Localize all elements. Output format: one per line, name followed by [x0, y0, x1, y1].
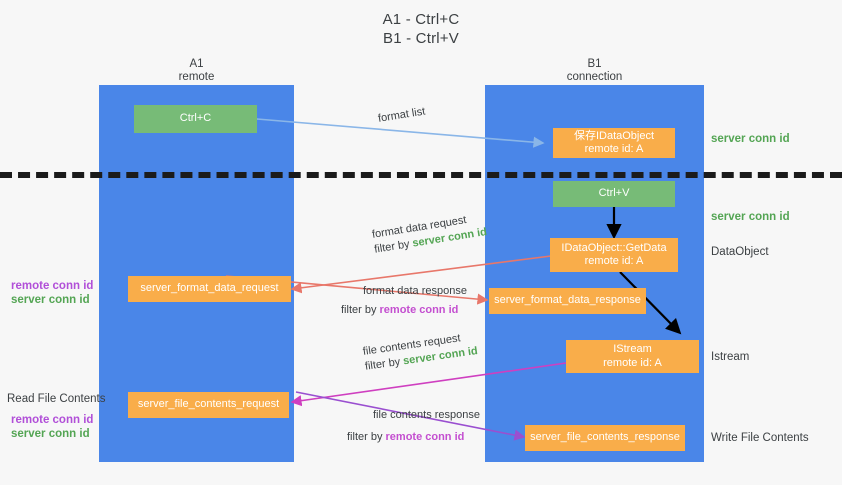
node-server-format-data-request[interactable]: server_format_data_request	[128, 276, 291, 302]
edge-label-file-contents-response-filter: filter by remote conn id	[347, 430, 480, 445]
trust-boundary-divider	[0, 172, 842, 178]
edge-label-format-list-line1: format list	[377, 105, 427, 125]
column-b1-sub: connection	[566, 71, 623, 83]
title-line-1: A1 - Ctrl+C	[382, 11, 460, 28]
node-istream[interactable]: IStream remote id: A	[566, 340, 699, 373]
node-server-file-contents-response[interactable]: server_file_contents_response	[525, 425, 685, 451]
node-ctrl-c-label: Ctrl+C	[179, 112, 212, 125]
edge-label-file-contents-response-line1: file contents response	[373, 409, 481, 421]
edge-label-format-list: format list	[377, 105, 426, 127]
node-ctrl-c[interactable]: Ctrl+C	[134, 105, 257, 133]
right-label-istream: Istream	[711, 351, 750, 363]
node-server-format-data-response[interactable]: server_format_data_response	[489, 288, 646, 314]
edge-label-file-contents-request: file contents request filter by server c…	[362, 329, 479, 375]
filter-prefix: filter by	[347, 431, 386, 443]
node-save-dataobject-line2: remote id: A	[584, 143, 644, 155]
column-b1-name: B1	[587, 58, 602, 70]
column-a1-name: A1	[189, 58, 204, 70]
column-header-a1: A1 remote	[99, 58, 294, 84]
left-label-server-conn-id-2: server conn id	[11, 428, 90, 440]
node-ctrl-v-label: Ctrl+V	[598, 187, 630, 200]
left-label-remote-conn-id-1: remote conn id	[11, 280, 94, 292]
node-server-file-contents-request[interactable]: server_file_contents_request	[128, 392, 289, 418]
column-a1-sub: remote	[178, 71, 215, 83]
node-server-file-contents-request-label: server_file_contents_request	[137, 398, 280, 411]
node-ctrl-v[interactable]: Ctrl+V	[553, 181, 675, 207]
edge-label-format-data-response-filter: filter by remote conn id	[341, 303, 467, 318]
node-getdata-line2: remote id: A	[584, 255, 644, 267]
filter-target-remote-conn-id: remote conn id	[379, 304, 459, 316]
right-label-server-conn-id-2: server conn id	[711, 211, 790, 223]
node-idataobject-getdata[interactable]: IDataObject::GetData remote id: A	[550, 238, 678, 272]
node-server-file-contents-response-label: server_file_contents_response	[530, 431, 680, 444]
edge-label-file-contents-response: file contents response filter by remote …	[347, 408, 481, 445]
node-getdata-line1: IDataObject::GetData	[561, 241, 667, 254]
edge-label-format-data-response-line1: format data response	[363, 285, 467, 297]
filter-prefix: filter by	[341, 304, 380, 316]
filter-prefix: filter by	[364, 355, 405, 373]
title-line-2: B1 - Ctrl+V	[383, 30, 459, 47]
left-label-read-file-contents: Read File Contents	[7, 393, 106, 405]
edge-label-format-data-request: format data request filter by server con…	[371, 210, 488, 257]
right-label-dataobject: DataObject	[711, 246, 769, 258]
right-label-write-file-contents: Write File Contents	[711, 432, 809, 444]
node-save-dataobject[interactable]: 保存IDataObject remote id: A	[553, 128, 675, 158]
column-header-b1: B1 connection	[485, 58, 704, 84]
node-server-format-data-request-label: server_format_data_request	[140, 282, 279, 295]
right-label-server-conn-id-1: server conn id	[711, 133, 790, 145]
edge-label-format-data-response: format data response filter by remote co…	[341, 284, 467, 318]
node-istream-line2: remote id: A	[603, 356, 662, 369]
node-server-format-data-response-label: server_format_data_response	[494, 294, 641, 307]
node-istream-line1: IStream	[613, 343, 652, 355]
diagram-title: A1 - Ctrl+C B1 - Ctrl+V	[0, 10, 842, 48]
left-label-remote-conn-id-2: remote conn id	[11, 414, 94, 426]
filter-target-remote-conn-id: remote conn id	[385, 431, 465, 443]
left-label-server-conn-id-1: server conn id	[11, 294, 90, 306]
node-save-dataobject-line1: 保存IDataObject	[573, 129, 655, 142]
